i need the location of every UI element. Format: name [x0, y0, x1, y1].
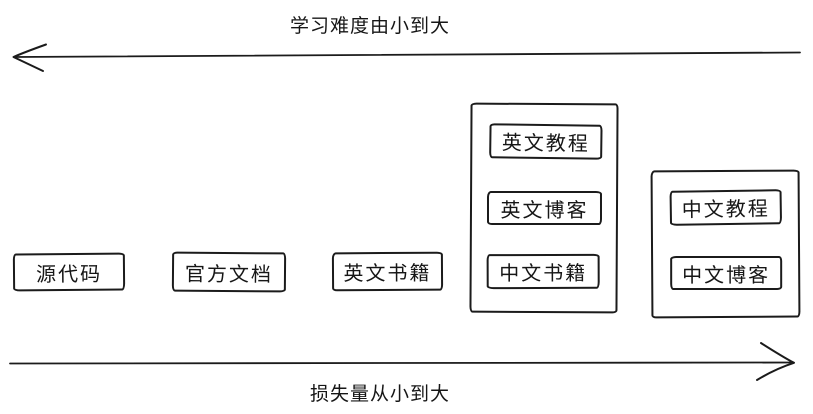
node-english-books: 英文书籍: [331, 251, 444, 292]
bottom-axis-line: [9, 361, 793, 365]
bottom-axis-label: 损失量从小到大: [310, 384, 451, 405]
group-box-2: 中文教程 中文博客: [650, 169, 801, 319]
group-box-1: 英文教程 英文博客 中文书籍: [469, 102, 619, 314]
right-arrowhead-icon: [756, 342, 795, 381]
top-axis-line: [13, 51, 801, 58]
node-source-code: 源代码: [12, 252, 126, 292]
left-arrowhead-icon: [12, 43, 47, 72]
top-axis-label: 学习难度由小到大: [290, 16, 451, 37]
node-english-blogs: 英文博客: [486, 190, 603, 226]
node-official-docs: 官方文档: [171, 251, 287, 293]
node-chinese-tutorials: 中文教程: [669, 189, 783, 226]
node-chinese-blogs: 中文博客: [670, 255, 783, 291]
node-english-tutorials: 英文教程: [489, 123, 603, 160]
node-chinese-books: 中文书籍: [486, 253, 600, 290]
